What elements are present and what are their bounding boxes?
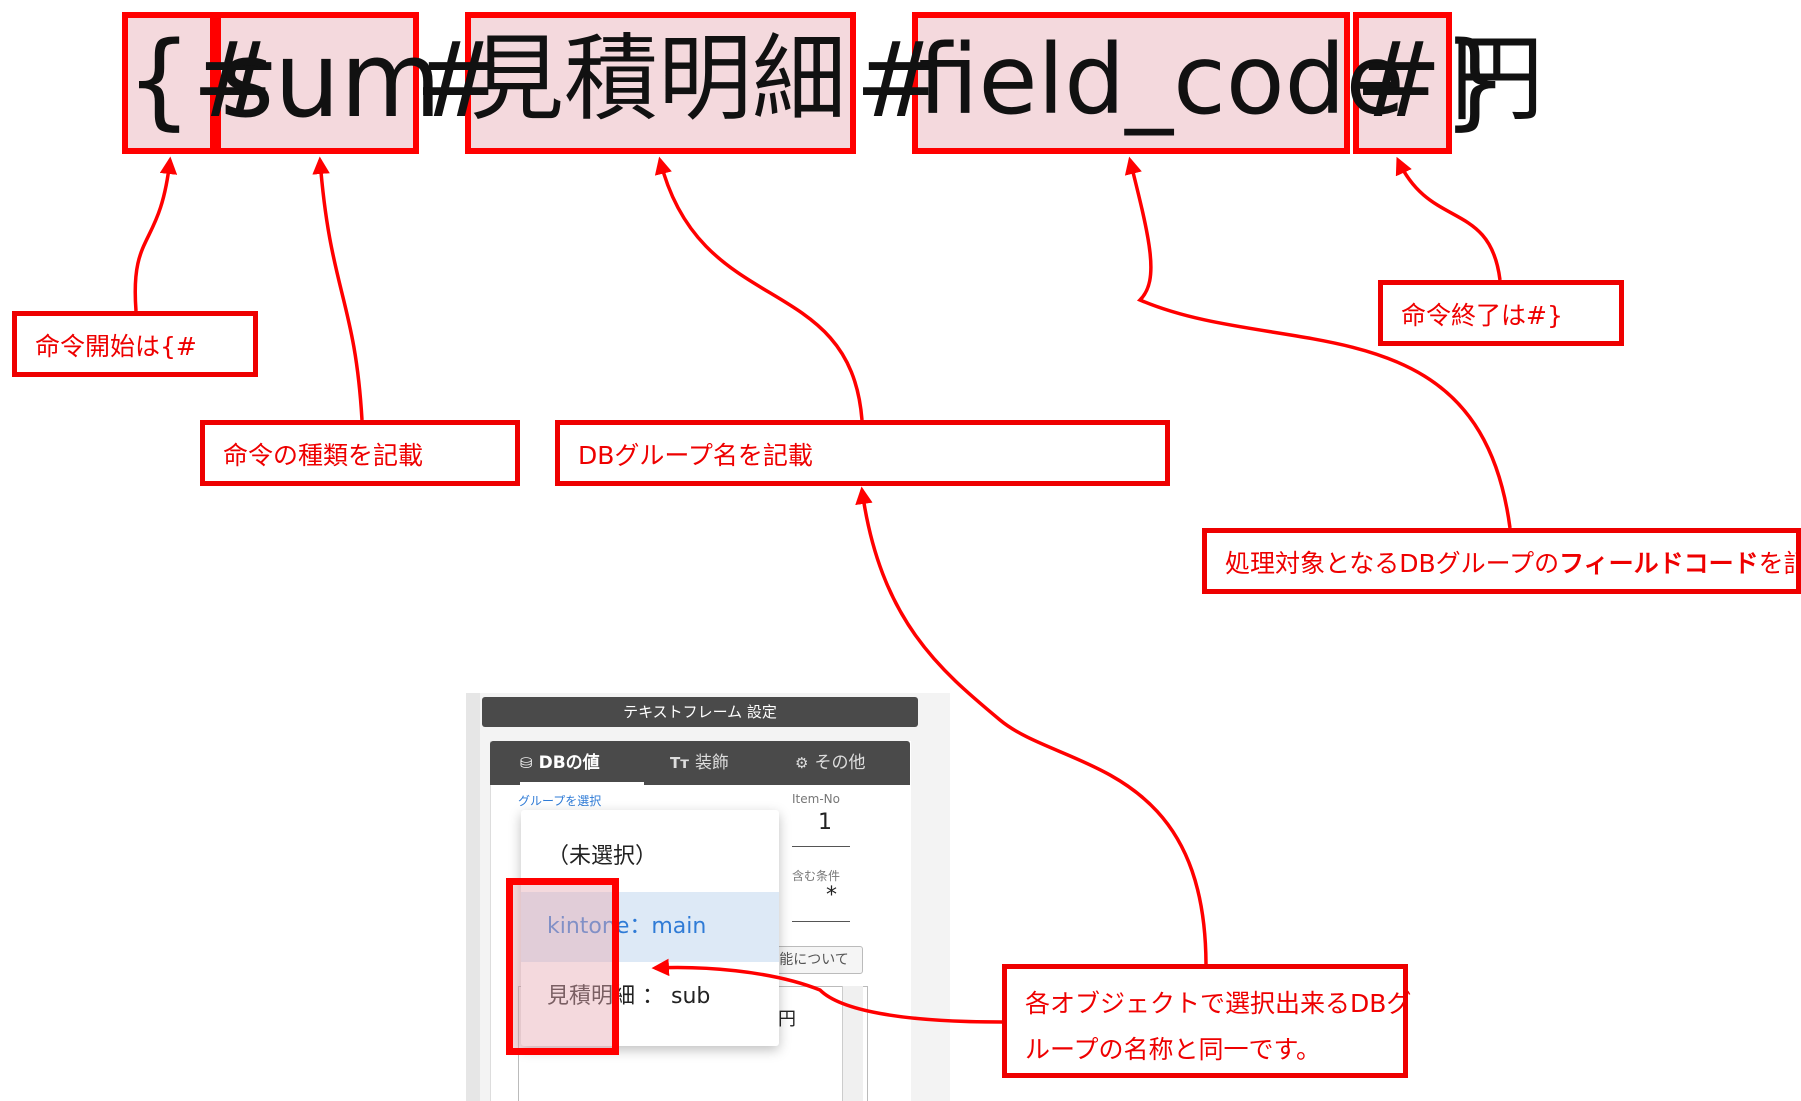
dropdown-option-unselected[interactable]: （未選択）	[547, 844, 658, 869]
note-command-kind: 命令の種類を記載	[200, 420, 520, 486]
tab-db-value[interactable]: ⛁ DBの値	[520, 741, 644, 785]
note-field-code-post: を記載	[1758, 549, 1801, 578]
arrow-start	[133, 156, 178, 312]
text-area-yen: 円	[778, 1009, 796, 1030]
tab-other[interactable]: ⚙ その他	[795, 741, 905, 785]
note-same-name-line2: ループの名称と同一です。	[1025, 1035, 1322, 1064]
note-group-name-text: DBグループ名を記載	[578, 441, 813, 470]
note-field-code-pre: 処理対象となるDBグループの	[1225, 549, 1560, 578]
panel-title: テキストフレーム 設定	[482, 697, 918, 727]
note-group-name: DBグループ名を記載	[555, 420, 1170, 486]
arrow-group	[654, 156, 864, 421]
note-command-start: 命令開始は{#	[12, 311, 258, 377]
note-field-code-bold: フィールドコード	[1559, 549, 1759, 578]
note-command-end: 命令終了は#}	[1378, 280, 1624, 346]
formula-group: 見積明細	[470, 25, 847, 134]
condition-label: 含む条件	[792, 869, 841, 883]
sliders-icon: ⚙	[795, 754, 809, 772]
note-command-start-text: 命令開始は{#	[35, 332, 197, 361]
note-command-end-text: 命令終了は#}	[1401, 301, 1563, 330]
formula-suffix: 円	[1450, 25, 1545, 134]
dropdown-option-main[interactable]: kintone：main	[521, 892, 779, 962]
arrow-to-dropdown	[651, 958, 1003, 1024]
highlight-dropdown-group	[506, 878, 619, 1055]
arrow-field	[1124, 156, 1512, 529]
note-command-kind-text: 命令の種類を記載	[223, 441, 424, 470]
item-no-value[interactable]: 1	[818, 810, 832, 835]
arrow-command	[312, 156, 364, 421]
left-toolbar	[466, 693, 480, 1101]
group-select-label: グループを選択	[518, 794, 602, 808]
highlight-group	[465, 12, 856, 154]
arrow-same-name	[855, 486, 1208, 965]
formula-close: #}	[1355, 19, 1509, 141]
condition-underline	[792, 921, 850, 922]
highlight-command	[215, 12, 419, 154]
formula-sep2: #	[855, 19, 943, 141]
about-button[interactable]: 能について	[765, 946, 863, 974]
group-dropdown[interactable]: （未選択） kintone：main 見積明細 ： sub	[521, 810, 779, 1046]
arrow-end	[1395, 156, 1502, 281]
formula-open: {#	[126, 19, 280, 141]
formula-field: field_code	[918, 24, 1405, 136]
database-icon: ⛁	[520, 754, 533, 772]
embedded-settings-screenshot: テキストフレーム 設定 ⛁ DBの値 Tт 装飾 ⚙ その他 グループを選択 Item…	[466, 693, 950, 1101]
formula-command: sum	[220, 19, 442, 141]
item-no-label: Item-No	[792, 792, 840, 806]
note-same-name-line1: 各オブジェクトで選択出来るDBグ	[1025, 989, 1412, 1018]
note-same-name: 各オブジェクトで選択出来るDBグ ループの名称と同一です。	[1002, 964, 1412, 1078]
tab-decoration[interactable]: Tт 装飾	[670, 741, 770, 785]
text-area-scrollbar[interactable]	[842, 986, 863, 1101]
tab-other-label: その他	[814, 753, 866, 773]
formula: {# sum # 見積明細 # field_code #} 円	[0, 0, 1801, 160]
highlight-field	[912, 12, 1350, 154]
note-field-code: 処理対象となるDBグループのフィールドコードを記載	[1202, 528, 1801, 594]
dropdown-option-sub[interactable]: 見積明細 ： sub	[547, 984, 711, 1009]
text-format-icon: Tт	[670, 754, 689, 772]
highlight-open	[122, 12, 216, 154]
tab-db-value-label: DBの値	[538, 753, 600, 773]
highlight-close	[1353, 12, 1452, 154]
formula-sep1: #	[415, 19, 503, 141]
tab-decoration-label: 装飾	[694, 753, 729, 773]
condition-value[interactable]: *	[826, 883, 837, 908]
tab-bar: ⛁ DBの値 Tт 装飾 ⚙ その他	[490, 741, 910, 785]
item-no-underline	[792, 846, 850, 847]
